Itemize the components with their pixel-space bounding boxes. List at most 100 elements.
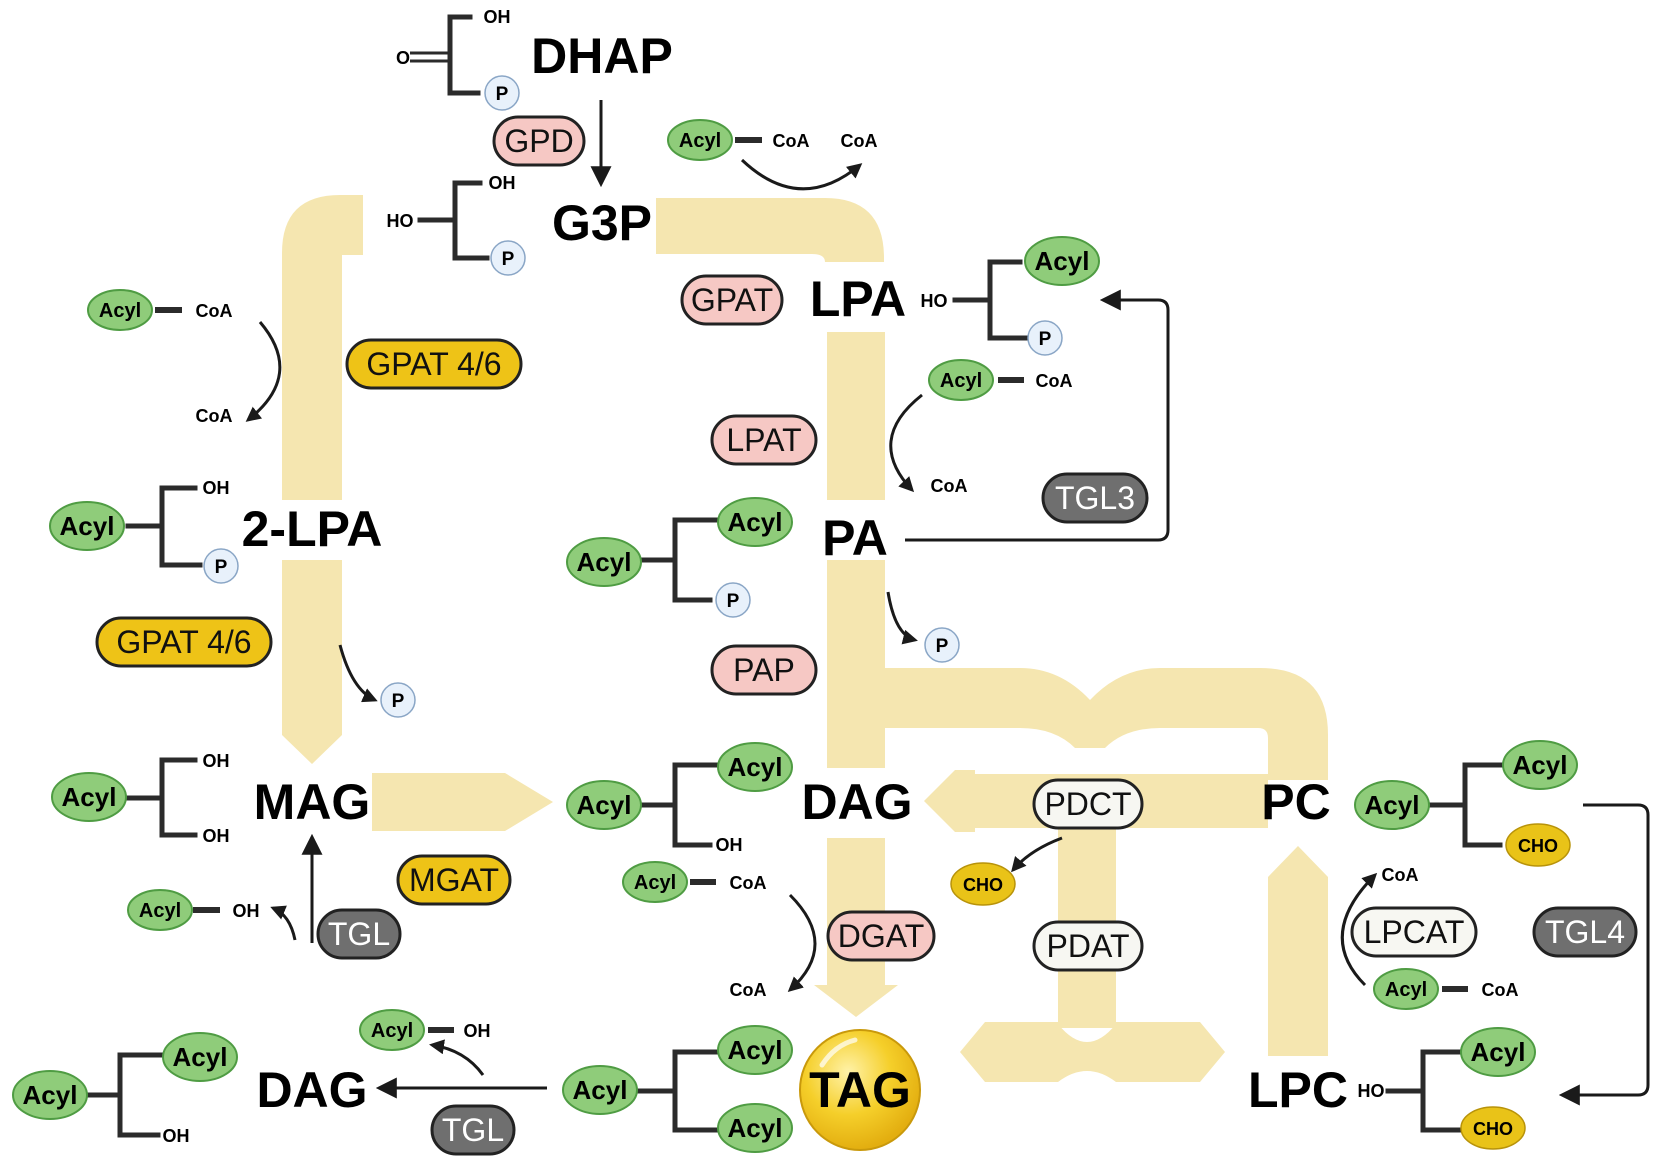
- acyl-oval-dag-top: Acyl: [717, 742, 793, 792]
- acyl-oval-lpa: Acyl: [1024, 236, 1100, 286]
- metabolite-pa: PA: [822, 510, 888, 566]
- ho-label: HO: [921, 291, 948, 311]
- svg-text:P: P: [215, 557, 228, 578]
- flow-bands: [282, 195, 1328, 1082]
- coa-label: CoA: [1482, 980, 1519, 1000]
- phosphate-pa: P: [715, 582, 751, 618]
- acyl-label: Acyl: [728, 1035, 783, 1065]
- flow-pa-to-dag: [827, 560, 885, 768]
- flow-lpc-to-pc: [1268, 846, 1328, 1056]
- metabolite-dag: DAG: [801, 774, 912, 830]
- svg-text:CHO: CHO: [1518, 836, 1558, 856]
- acyl-oval-tag-bottom: Acyl: [717, 1103, 793, 1153]
- acyl-label: Acyl: [62, 782, 117, 812]
- coa-label: CoA: [773, 131, 810, 151]
- metabolite-lpc: LPC: [1248, 1062, 1348, 1118]
- flow-g3p-to-lpa: [656, 198, 884, 262]
- phosphate-released-gpat: P: [380, 682, 416, 718]
- coa-label: CoA: [730, 980, 767, 1000]
- flow-mag-to-dag: [372, 773, 553, 831]
- flow-pdat-fork: [960, 1022, 1225, 1082]
- coa-label: CoA: [196, 406, 233, 426]
- oh-label: OH: [163, 1126, 190, 1146]
- svg-text:GPAT 4/6: GPAT 4/6: [116, 624, 251, 660]
- oh-label: OH: [203, 478, 230, 498]
- enzyme-labels: GPD GPAT GPAT 4/6 LPAT TGL3 GPAT 4/6 PAP…: [95, 115, 1638, 1156]
- enzyme-lpat: LPAT: [710, 414, 818, 466]
- acyl-label: Acyl: [634, 872, 676, 894]
- enzyme-gpat: GPAT: [680, 274, 784, 326]
- coa-label: CoA: [931, 476, 968, 496]
- svg-text:PAP: PAP: [733, 652, 795, 688]
- enzyme-mgat: MGAT: [396, 854, 512, 906]
- enzyme-pdat: PDAT: [1032, 920, 1144, 972]
- oh-label: OH: [203, 751, 230, 771]
- acyl-label: Acyl: [1513, 750, 1568, 780]
- acyl-label: Acyl: [728, 752, 783, 782]
- oh-label: OH: [489, 173, 516, 193]
- enzyme-lpcat: LPCAT: [1350, 906, 1478, 958]
- acyl-label: Acyl: [139, 900, 181, 922]
- enzyme-gpat46-top: GPAT 4/6: [345, 338, 523, 390]
- acyl-oval-pa-left: Acyl: [566, 537, 642, 587]
- svg-text:PDAT: PDAT: [1047, 928, 1130, 964]
- acyl-oval-pa-top: Acyl: [717, 497, 793, 547]
- acyl-label: Acyl: [1385, 979, 1427, 1001]
- acyl-oval-dag-left: Acyl: [566, 780, 642, 830]
- enzyme-pap: PAP: [710, 644, 818, 696]
- svg-text:CHO: CHO: [1473, 1119, 1513, 1139]
- acyl-oval-coa-top: Acyl: [667, 119, 733, 161]
- acyl-label: Acyl: [371, 1020, 413, 1042]
- acyl-label: Acyl: [173, 1042, 228, 1072]
- oh-label: OH: [464, 1021, 491, 1041]
- metabolite-tag: TAG: [809, 1062, 911, 1118]
- acyl-label: Acyl: [23, 1080, 78, 1110]
- acyl-label: Acyl: [573, 1075, 628, 1105]
- small-group-labels: OH O OH HO HO OH OH OH OH HO OH OH OH Co…: [163, 7, 1519, 1146]
- acyl-oval-coa-left: Acyl: [87, 289, 153, 331]
- ho-label: HO: [1358, 1081, 1385, 1101]
- svg-text:GPAT: GPAT: [691, 282, 773, 318]
- svg-text:GPAT 4/6: GPAT 4/6: [366, 346, 501, 382]
- flow-2lpa-to-mag: [282, 560, 342, 764]
- acyl-oval-coa-lpat: Acyl: [928, 359, 994, 401]
- acyl-oval-mag: Acyl: [51, 772, 127, 822]
- o-label: O: [396, 48, 410, 68]
- acyl-label: Acyl: [1471, 1037, 1526, 1067]
- metabolite-pc: PC: [1261, 774, 1330, 830]
- coa-label: CoA: [1382, 865, 1419, 885]
- acyl-label: Acyl: [1365, 790, 1420, 820]
- phosphate-2lpa: P: [203, 548, 239, 584]
- cho-pdct: CHO: [950, 862, 1016, 906]
- svg-text:TGL4: TGL4: [1545, 914, 1625, 950]
- acyl-groups: Acyl Acyl Acyl Acyl Acyl Acyl Acyl Acyl …: [12, 119, 1578, 1153]
- acyl-oval-tag-left: Acyl: [562, 1065, 638, 1115]
- acyl-label: Acyl: [577, 547, 632, 577]
- oh-label: OH: [716, 835, 743, 855]
- enzyme-gpd: GPD: [492, 115, 586, 167]
- molecule-skeletons: [82, 14, 1503, 1138]
- svg-text:P: P: [392, 691, 405, 712]
- cho-pc: CHO: [1505, 823, 1571, 867]
- svg-text:LPCAT: LPCAT: [1364, 914, 1465, 950]
- svg-text:P: P: [727, 591, 740, 612]
- enzyme-tgl3: TGL3: [1041, 472, 1149, 524]
- svg-text:P: P: [502, 249, 515, 270]
- reaction-arrows: [245, 100, 1650, 1106]
- phosphate-lpa: P: [1027, 320, 1063, 356]
- enzyme-tgl4: TGL4: [1532, 906, 1638, 958]
- metabolite-dhap: DHAP: [531, 28, 673, 84]
- acyl-label: Acyl: [99, 300, 141, 322]
- coa-label: CoA: [730, 873, 767, 893]
- enzyme-dgat: DGAT: [826, 910, 936, 962]
- acyl-label: Acyl: [728, 1113, 783, 1143]
- phosphate-groups: P P P P P P P: [203, 75, 1063, 718]
- metabolite-g3p: G3P: [552, 195, 652, 251]
- oh-label: OH: [484, 7, 511, 27]
- phosphate-released-pap: P: [924, 627, 960, 663]
- coa-label: CoA: [1036, 371, 1073, 391]
- svg-text:MGAT: MGAT: [409, 862, 499, 898]
- flow-pc-arch: [885, 668, 1328, 780]
- metabolite-labels: DHAP G3P LPA 2-LPA PA MAG DAG PC TAG LPC…: [242, 28, 1348, 1118]
